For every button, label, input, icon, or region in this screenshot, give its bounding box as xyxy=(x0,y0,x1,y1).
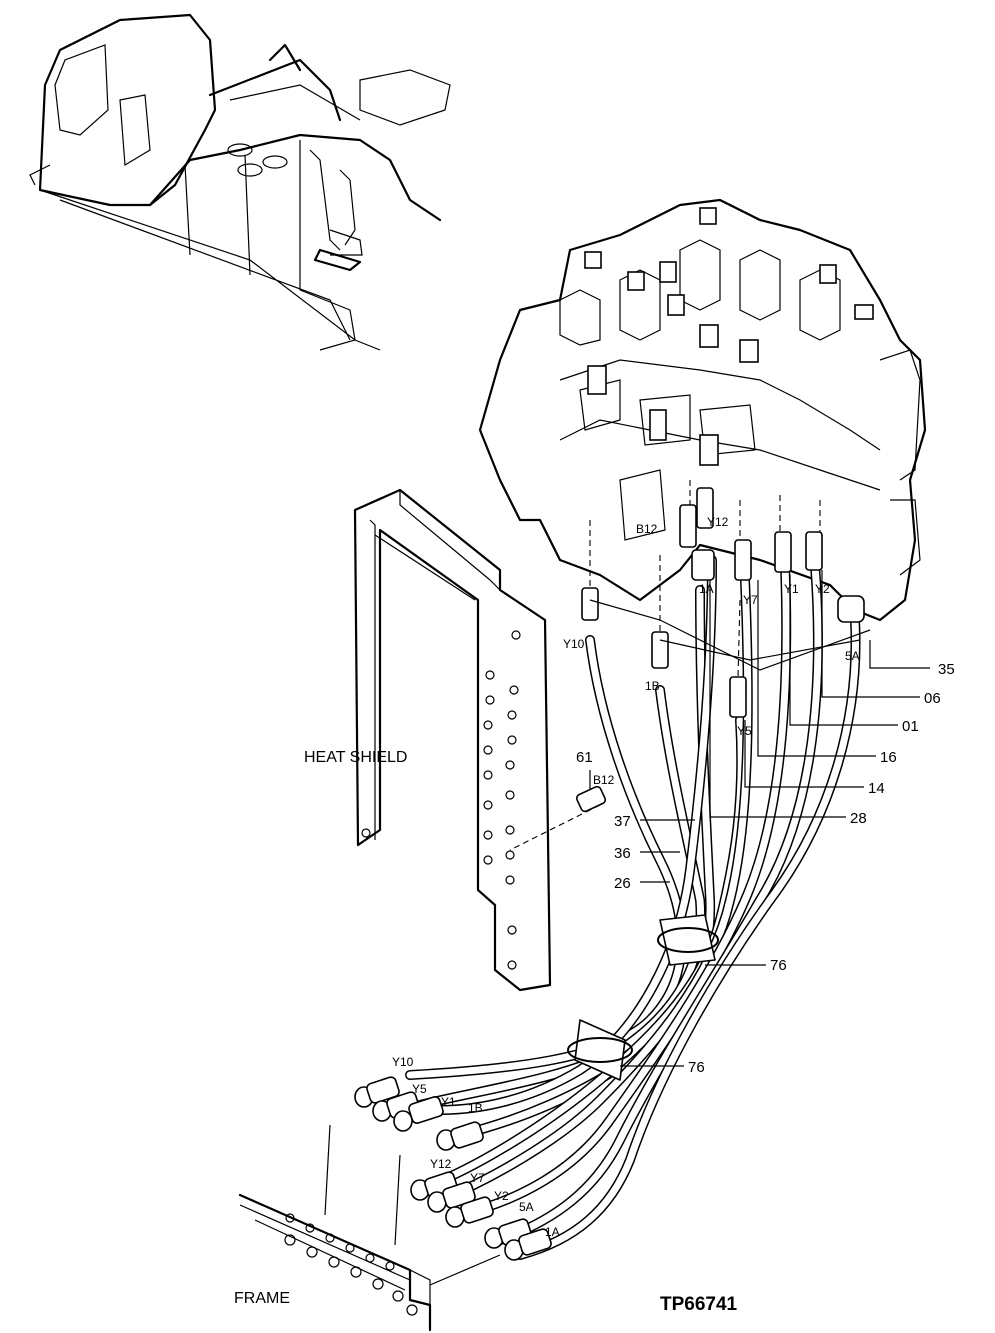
port-label-b12-fitting: B12 xyxy=(593,773,615,787)
callout-16: 16 xyxy=(880,749,897,766)
drawing-id: TP66741 xyxy=(660,1294,738,1315)
callout-37: 37 xyxy=(614,813,631,830)
port-label-y7-bottom: Y7 xyxy=(470,1171,485,1185)
callout-06: 06 xyxy=(924,690,941,707)
port-label-y12-top: Y12 xyxy=(707,515,729,529)
callout-36: 36 xyxy=(614,845,631,862)
port-label-y10-top: Y10 xyxy=(563,637,585,651)
port-label-y2-top: Y2 xyxy=(815,582,830,596)
callout-leaders xyxy=(589,570,930,1067)
port-label-1a-top: 1A xyxy=(699,582,714,596)
valve-fittings xyxy=(575,487,865,813)
port-label-1a-bottom: 1A xyxy=(545,1225,560,1239)
frame-bracket xyxy=(238,1124,501,1332)
callout-26: 26 xyxy=(614,875,631,892)
port-label-1b-top: 1B xyxy=(645,679,660,693)
callout-76-lower: 76 xyxy=(688,1059,705,1076)
callout-28: 28 xyxy=(850,810,867,827)
port-label-b12-top: B12 xyxy=(636,522,658,536)
port-label-y5-bottom: Y5 xyxy=(412,1082,427,1096)
callout-61: 61 xyxy=(576,749,593,766)
callout-35: 35 xyxy=(938,661,955,678)
heat-shield-plate xyxy=(353,488,552,992)
port-label-y10-bottom: Y10 xyxy=(392,1055,414,1069)
port-label-y1-top: Y1 xyxy=(784,582,799,596)
excavator-overview-illustration xyxy=(29,13,451,351)
port-label-5a-top: 5A xyxy=(845,649,860,663)
port-label-1b-bottom: 1B xyxy=(468,1101,483,1115)
frame-end-fittings xyxy=(354,1076,552,1261)
port-label-y12-bottom: Y12 xyxy=(430,1157,452,1171)
port-label-y5-top: Y5 xyxy=(737,724,752,738)
callout-76-upper: 76 xyxy=(770,957,787,974)
control-valve-assembly xyxy=(478,198,927,622)
hose-bundle xyxy=(405,555,861,1260)
frame-label: FRAME xyxy=(234,1290,290,1307)
callout-14: 14 xyxy=(868,780,885,797)
port-label-y2-bottom: Y2 xyxy=(494,1189,509,1203)
callout-01: 01 xyxy=(902,718,919,735)
port-label-y1-bottom: Y1 xyxy=(441,1095,456,1109)
heat-shield-label: HEAT SHIELD xyxy=(304,749,407,766)
port-label-5a-bottom: 5A xyxy=(519,1200,534,1214)
port-label-y7-top: Y7 xyxy=(743,593,758,607)
